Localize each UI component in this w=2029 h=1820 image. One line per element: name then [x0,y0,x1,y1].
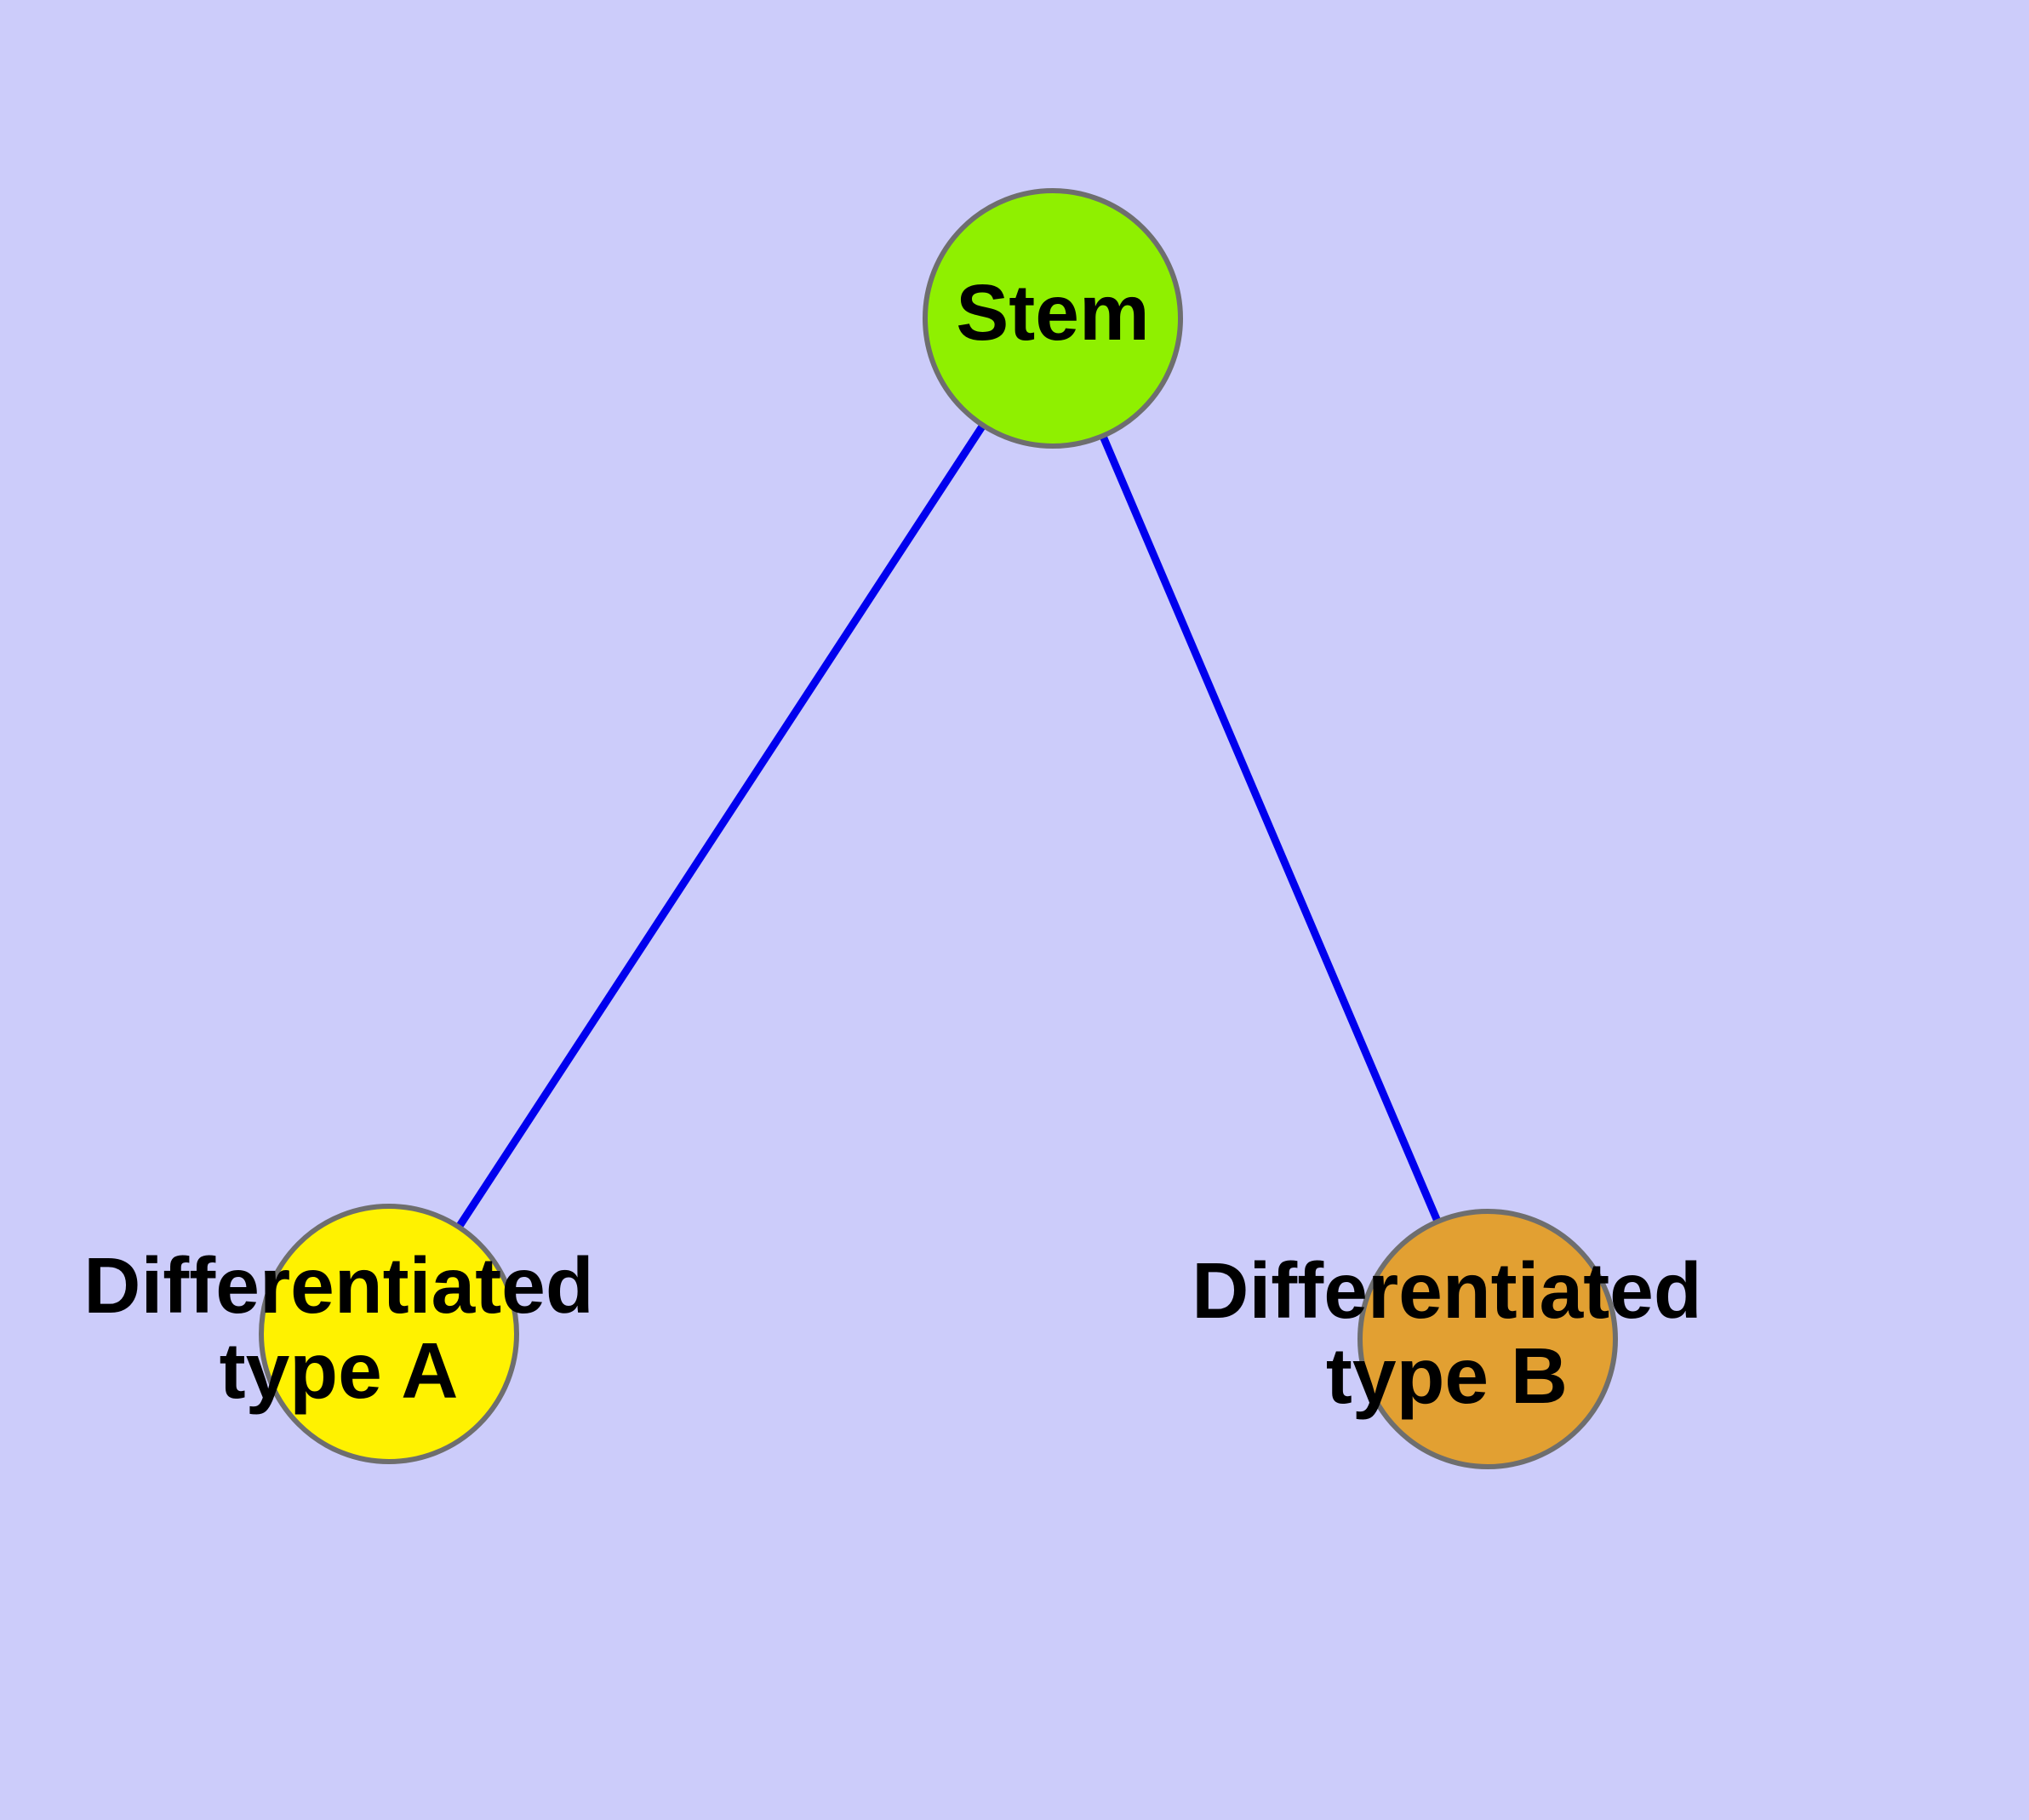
node-label-line: Stem [956,268,1149,357]
node-label-line: Differentiated [1192,1246,1701,1335]
node-label-line: Differentiated [83,1241,593,1330]
node-label-stem: Stem [956,268,1149,357]
edge-stem-to-type-b [1049,317,1492,1341]
node-layer [259,188,1618,1469]
node-differentiated-type-a[interactable] [259,1204,519,1464]
edge-stem-to-type-a [386,316,1056,1336]
edge-layer [386,316,1492,1341]
node-label-line: type B [1326,1331,1568,1420]
node-differentiated-type-b[interactable] [1357,1209,1618,1469]
node-label-line: type A [220,1326,459,1415]
node-stem[interactable] [923,188,1183,449]
